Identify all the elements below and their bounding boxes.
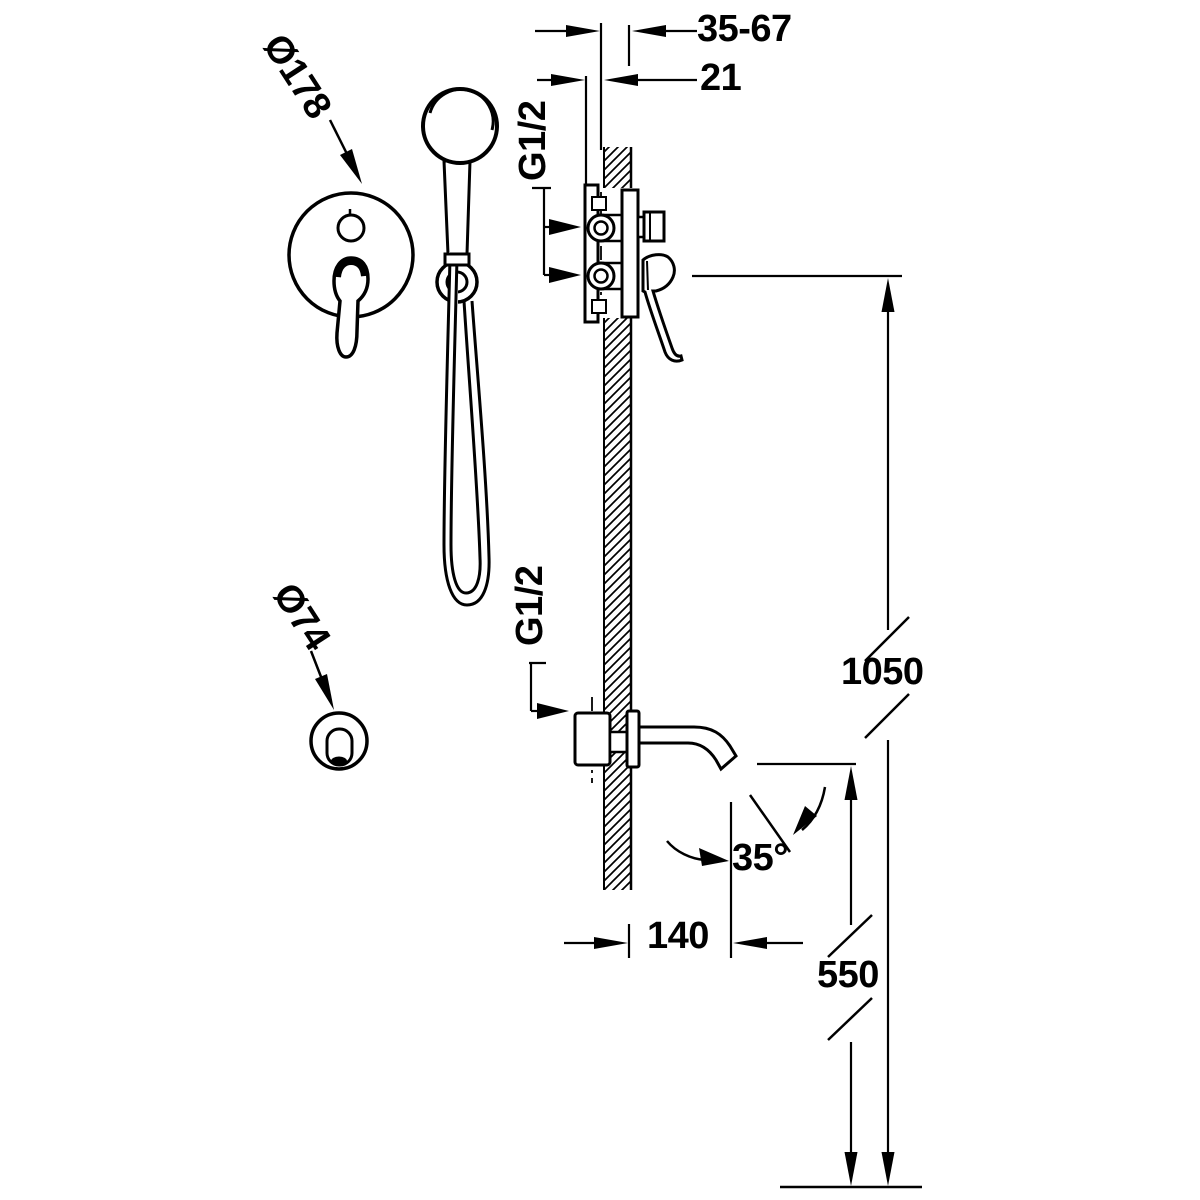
spout-flange-front-view (309, 711, 369, 771)
lever-handle-side (641, 253, 684, 363)
arrowhead (632, 25, 666, 37)
dim-spout-reach-label: 140 (647, 915, 709, 957)
handshower-handle (442, 159, 472, 256)
break-mark (827, 997, 873, 1041)
arrowhead (594, 937, 628, 949)
arrowhead (793, 806, 817, 835)
arrowhead (549, 219, 581, 235)
arrowhead (881, 1152, 895, 1186)
wall-plate-side (620, 188, 640, 319)
arrowhead (551, 74, 585, 86)
spout-outlet (331, 756, 347, 766)
arrowhead (566, 25, 600, 37)
handshower (421, 87, 499, 607)
arrowhead (881, 278, 895, 312)
angle-annotation (666, 786, 827, 958)
break-mark (864, 693, 910, 739)
arrowhead (340, 149, 362, 184)
arrowhead (844, 766, 858, 800)
shower-hose (442, 257, 491, 607)
spout-thread-label: G1/2 (509, 565, 551, 646)
diameter-leaders (309, 119, 362, 710)
arrowhead (844, 1152, 858, 1186)
break-mark (864, 616, 910, 662)
arrowhead (549, 267, 581, 283)
spout-tube (637, 725, 738, 772)
dim-depth-range-label: 35-67 (697, 8, 792, 50)
spout-escutcheon-side (625, 709, 641, 769)
valve-thread-leader (532, 186, 581, 283)
dim-plate-offset-label: 21 (700, 57, 742, 99)
dim-spout-angle-label: 35° (732, 837, 788, 879)
dim-valve-height-label: 1050 (841, 651, 924, 693)
top-dimension-annotations (535, 23, 697, 184)
arrowhead (604, 74, 638, 86)
hose-connector (443, 252, 471, 267)
arrowhead (699, 848, 729, 866)
spout-side-view (573, 697, 738, 783)
diverter-knob-side (642, 210, 666, 243)
trim-plate-front-view (287, 191, 415, 359)
spout-union-body (573, 711, 612, 767)
dim-spout-height-label: 550 (817, 954, 879, 996)
valve-thread-label: G1/2 (512, 100, 554, 181)
lower-dimension-annotations (564, 274, 922, 1189)
concealed-valve-side-view (583, 183, 684, 363)
break-mark (827, 914, 873, 958)
arrowhead (733, 937, 767, 949)
diverter-button (336, 213, 366, 243)
spout-thread-leader (529, 661, 569, 719)
arrowhead (315, 674, 334, 710)
arrowhead (537, 703, 569, 719)
